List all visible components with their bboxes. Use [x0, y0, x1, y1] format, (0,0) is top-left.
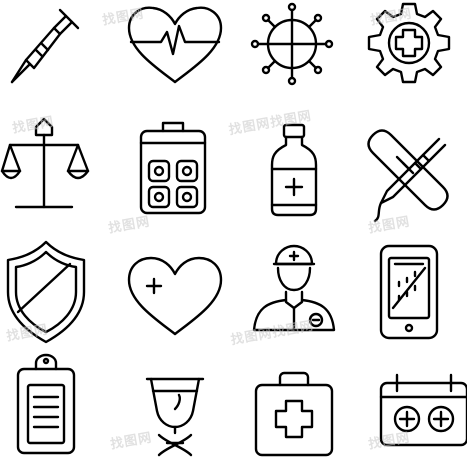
iv-drip-icon	[117, 351, 234, 468]
medicine-bottle-icon	[234, 117, 351, 234]
pill-organizer-icon	[117, 117, 234, 234]
tablet-chart-icon	[351, 234, 467, 351]
shield-icon	[0, 234, 117, 351]
calendar-pills-icon	[351, 351, 467, 468]
virus-icon	[234, 0, 351, 117]
clipboard-icon	[0, 351, 117, 468]
first-aid-kit-icon	[234, 351, 351, 468]
heart-plus-icon	[117, 234, 234, 351]
doctor-icon	[234, 234, 351, 351]
syringe-icon	[0, 0, 117, 117]
heartbeat-icon	[117, 0, 234, 117]
medical-gear-icon	[351, 0, 467, 117]
scales-icon	[0, 117, 117, 234]
bandage-thermometer-icon	[351, 117, 467, 234]
